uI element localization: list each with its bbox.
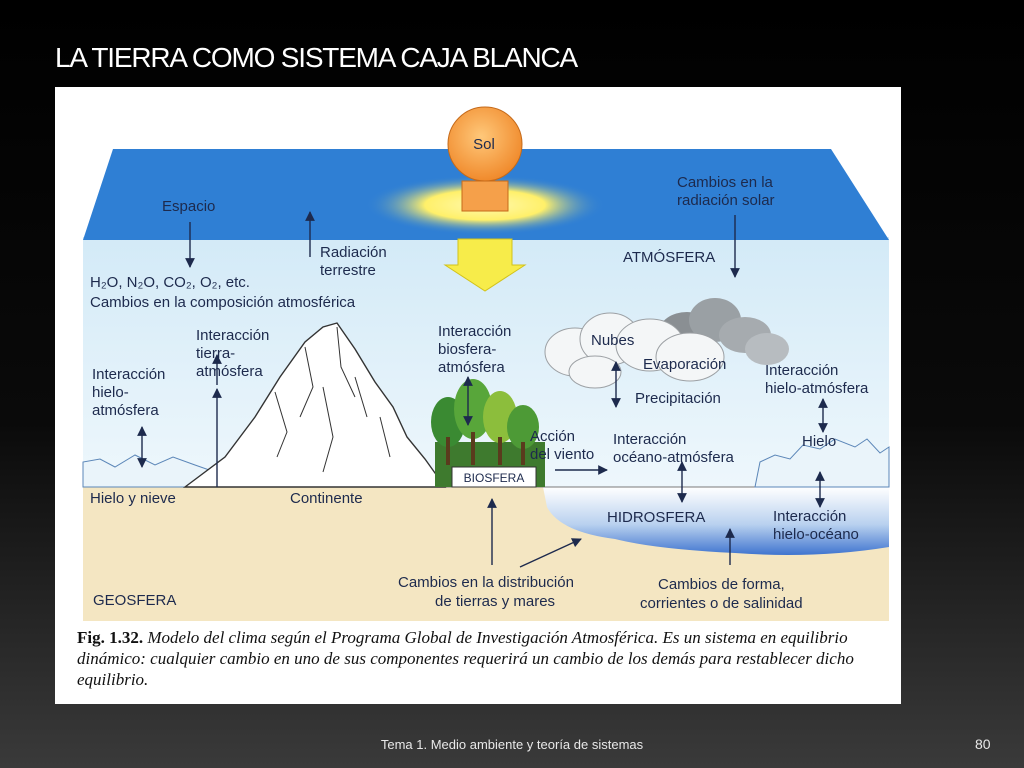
footer-text: Tema 1. Medio ambiente y teoría de siste… bbox=[380, 737, 644, 752]
incoming-radiation-arrow bbox=[443, 238, 527, 292]
composition-changes-label: Cambios en la composición atmosférica bbox=[90, 294, 356, 311]
right-ice-formation bbox=[754, 438, 890, 488]
precipitation-label: Precipitación bbox=[635, 390, 721, 407]
ice-ocean-label: Interacción hielo-océano bbox=[773, 508, 859, 543]
ice-atmosphere-right-label: Interacción hielo-atmósfera bbox=[765, 362, 869, 397]
evaporation-label: Evaporación bbox=[643, 356, 726, 373]
mountain-icon bbox=[182, 322, 447, 488]
geosphere-label: GEOSFERA bbox=[93, 592, 176, 609]
ocean-atmosphere-label: Interacción océano-atmósfera bbox=[613, 431, 735, 466]
biosphere-atmosphere-label: Interacción biosfera- atmósfera bbox=[438, 323, 516, 376]
clouds-label: Nubes bbox=[591, 332, 634, 349]
space-label: Espacio bbox=[162, 198, 215, 215]
ice-label: Hielo bbox=[802, 433, 836, 450]
solar-radiation-changes-label: Cambios en la radiación solar bbox=[677, 174, 777, 209]
gases-formula-label: H₂O, N₂O, CO₂, O₂, etc. bbox=[90, 274, 250, 291]
shape-currents-salinity-label: Cambios de forma, corrientes o de salini… bbox=[640, 576, 803, 612]
continent-label: Continente bbox=[290, 490, 363, 507]
hydrosphere-label: HIDROSFERA bbox=[607, 509, 705, 526]
caption-text: Modelo del clima según el Programa Globa… bbox=[77, 628, 854, 689]
climate-diagram: Sol Espacio Radiación terrestre Cambios … bbox=[82, 106, 890, 621]
caption-number: Fig. 1.32. bbox=[77, 628, 144, 647]
wind-action-label: Acción del viento bbox=[530, 428, 594, 463]
sun-label: Sol bbox=[473, 136, 495, 153]
hydrosphere-region bbox=[543, 487, 889, 555]
land-sea-distribution-label: Cambios en la distribución de tierras y … bbox=[398, 574, 578, 610]
terrestrial-radiation-label: Radiación terrestre bbox=[320, 244, 391, 279]
clouds-icon bbox=[544, 298, 789, 389]
land-atmosphere-label: Interacción tierra- atmósfera bbox=[196, 327, 274, 380]
page-number: 80 bbox=[975, 736, 991, 752]
biosphere-label: BIOSFERA bbox=[464, 471, 525, 485]
slide-title: LA TIERRA COMO SISTEMA CAJA BLANCA bbox=[55, 42, 578, 73]
atmosphere-label: ATMÓSFERA bbox=[623, 249, 715, 266]
ice-and-snow-label: Hielo y nieve bbox=[90, 490, 176, 507]
sun-ray-block bbox=[461, 180, 509, 212]
ice-atmosphere-left-label: Interacción hielo- atmósfera bbox=[92, 366, 170, 419]
figure-caption: Fig. 1.32. Modelo del clima según el Pro… bbox=[77, 627, 897, 690]
climate-system-figure: Sol Espacio Radiación terrestre Cambios … bbox=[55, 87, 901, 704]
